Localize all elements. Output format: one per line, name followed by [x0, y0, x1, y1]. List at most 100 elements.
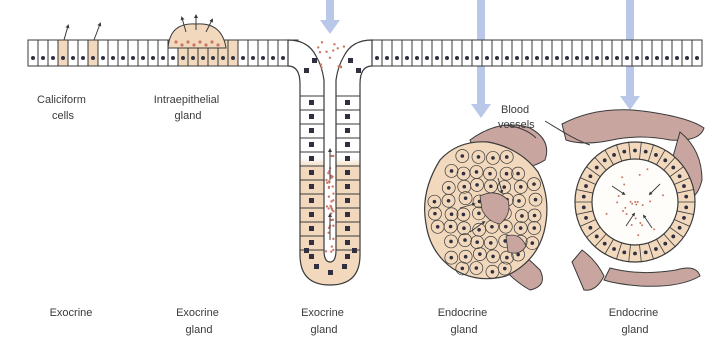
secretion-granule	[325, 51, 327, 53]
intraepithelial-gland	[168, 16, 226, 48]
epithelial-cell	[452, 40, 462, 66]
cell-nucleus	[612, 153, 616, 157]
secretion-granule	[186, 40, 189, 43]
secretion-arrow	[64, 26, 68, 40]
epithelial-cell	[108, 40, 118, 66]
colloid-granule	[641, 224, 643, 226]
cell-nucleus	[555, 56, 559, 60]
cell-nucleus	[309, 198, 314, 203]
cell-nucleus	[545, 56, 549, 60]
cell-nucleus	[654, 247, 658, 251]
cell-nucleus	[375, 56, 379, 60]
blood-vessel	[604, 268, 700, 286]
epithelial-cell	[492, 40, 502, 66]
epithelium-left-strip	[28, 40, 298, 66]
secretion-granule	[204, 43, 207, 46]
cell-nucleus	[622, 250, 626, 254]
colloid-granule	[618, 195, 620, 197]
secretion-granule	[198, 40, 201, 43]
cell-nucleus	[450, 212, 454, 216]
secretion-granule	[343, 45, 345, 47]
epithelial-cell	[68, 40, 78, 66]
cell-nucleus	[603, 242, 607, 246]
cell-nucleus	[520, 214, 524, 218]
secretion-granule	[327, 232, 329, 234]
secretion-granule	[331, 245, 333, 247]
colloid-granule	[662, 194, 664, 196]
epithelial-cell	[552, 40, 562, 66]
secretion-granule	[319, 51, 321, 53]
cell-nucleus	[395, 56, 399, 60]
epithelial-cell	[228, 40, 238, 66]
cell-nucleus	[309, 156, 314, 161]
cell-nucleus	[101, 56, 105, 60]
colloid-granule	[624, 207, 626, 209]
cell-nucleus	[675, 56, 679, 60]
epithelial-cell	[88, 40, 98, 66]
epithelial-cell	[148, 40, 158, 66]
cell-nucleus	[603, 158, 607, 162]
cell-nucleus	[465, 56, 469, 60]
epithelial-cell	[462, 40, 472, 66]
cell-nucleus	[141, 56, 145, 60]
secretion-granule	[320, 63, 322, 65]
cell-nucleus	[504, 225, 508, 229]
cell-nucleus	[328, 270, 333, 275]
epithelial-cell	[682, 40, 692, 66]
secretion-granule	[332, 192, 334, 194]
cell-nucleus	[488, 172, 492, 176]
epithelial-cell	[642, 40, 652, 66]
epithelial-cell	[432, 40, 442, 66]
cell-nucleus	[41, 56, 45, 60]
colloid-granule	[626, 213, 628, 215]
cell-nucleus	[615, 56, 619, 60]
cell-nucleus	[304, 68, 309, 73]
cell-nucleus	[633, 149, 637, 153]
arrow-head	[471, 104, 491, 118]
secretion-granule	[332, 225, 334, 227]
cell-nucleus	[475, 56, 479, 60]
cell-nucleus	[489, 241, 493, 245]
label-caliciform-cells: Caliciform cells	[37, 94, 89, 122]
secretion-granule	[330, 212, 332, 214]
cell-nucleus	[309, 212, 314, 217]
cell-nucleus	[261, 56, 265, 60]
epithelial-cell	[592, 40, 602, 66]
cell-nucleus	[281, 56, 285, 60]
cell-nucleus	[645, 56, 649, 60]
epithelial-cell	[632, 40, 642, 66]
cell-nucleus	[433, 212, 437, 216]
secretion-granule	[321, 41, 323, 43]
epithelial-cell	[612, 40, 622, 66]
cell-nucleus	[425, 56, 429, 60]
epithelial-cell	[582, 40, 592, 66]
epithelial-cell	[622, 40, 632, 66]
cell-nucleus	[682, 184, 686, 188]
secretion-granule	[326, 205, 328, 207]
cell-nucleus	[449, 225, 453, 229]
secretion-granule	[328, 180, 330, 182]
cell-nucleus	[462, 226, 466, 230]
label-endocrine-gland-1: Endocrine gland	[438, 307, 491, 336]
colloid-granule	[616, 201, 618, 203]
cell-nucleus	[503, 267, 507, 271]
epithelial-cell	[38, 40, 48, 66]
cell-nucleus	[595, 235, 599, 239]
cell-nucleus	[485, 56, 489, 60]
secretion-granule	[332, 155, 334, 157]
cell-nucleus	[241, 56, 245, 60]
cell-nucleus	[356, 68, 361, 73]
cell-nucleus	[625, 56, 629, 60]
secretion-granule	[332, 249, 334, 251]
secretion-granule	[174, 40, 177, 43]
cell-nucleus	[584, 216, 588, 220]
epithelial-cell	[502, 40, 512, 66]
cell-nucleus	[345, 184, 350, 189]
secretion-granule	[333, 43, 335, 45]
secretion-granule	[331, 185, 333, 187]
epithelial-cell	[402, 40, 412, 66]
cell-nucleus	[415, 56, 419, 60]
cell-nucleus	[309, 226, 314, 231]
epithelial-cell	[268, 40, 278, 66]
